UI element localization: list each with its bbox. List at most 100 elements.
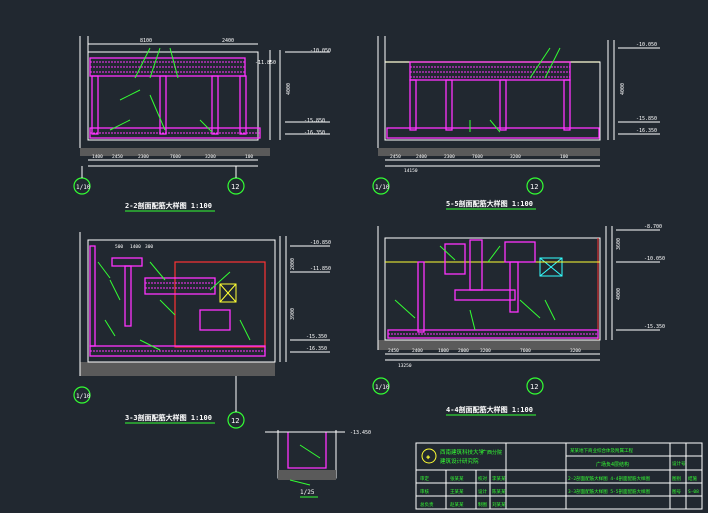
section-title: 4-4剖面配筋大样图 1:100	[446, 405, 533, 414]
svg-text:12: 12	[231, 417, 239, 425]
svg-text:图别: 图别	[672, 475, 681, 482]
axis-bubble	[526, 377, 544, 395]
svg-text:王某某: 王某某	[450, 489, 464, 495]
svg-text:3200: 3200	[570, 348, 581, 354]
svg-text:2000: 2000	[458, 348, 469, 354]
svg-text:设计: 设计	[478, 488, 487, 495]
svg-text:-15.850: -15.850	[636, 116, 657, 122]
svg-text:7600: 7600	[520, 348, 531, 354]
svg-text:图号: 图号	[672, 489, 681, 495]
pit-detail: -13.450 1/25	[265, 430, 371, 498]
svg-text:1/10: 1/10	[76, 393, 91, 400]
svg-text:3900: 3900	[290, 308, 296, 320]
svg-text:100: 100	[245, 154, 253, 160]
concrete-outline	[87, 51, 259, 141]
svg-text:3600: 3600	[616, 238, 622, 250]
svg-text:2000: 2000	[290, 258, 296, 270]
svg-text:300: 300	[145, 244, 153, 250]
section-title: 3-3剖面配筋大样图 1:100	[125, 413, 212, 422]
svg-text:张某某: 张某某	[450, 475, 464, 482]
svg-text:广西分院: 广西分院	[482, 449, 502, 456]
svg-text:12: 12	[231, 183, 239, 191]
svg-text:-10.050: -10.050	[636, 42, 657, 48]
svg-text:1000: 1000	[438, 348, 449, 354]
svg-text:4000: 4000	[620, 83, 626, 95]
svg-text:4000: 4000	[616, 288, 622, 300]
axis-bubble	[372, 377, 390, 395]
svg-text:1400: 1400	[92, 154, 103, 160]
svg-text:4000: 4000	[286, 83, 292, 95]
svg-text:2300: 2300	[444, 154, 455, 160]
svg-text:-15.350: -15.350	[644, 324, 665, 330]
company-name: 西南建筑科技大学	[440, 448, 485, 456]
opening-outline	[174, 261, 266, 348]
company-logo	[421, 448, 437, 464]
svg-text:-13.450: -13.450	[350, 430, 371, 436]
svg-text:校对: 校对	[478, 475, 487, 482]
project-name: 某某地下商业综合体及附属工程	[570, 447, 633, 454]
svg-text:2400: 2400	[416, 154, 427, 160]
svg-text:1/10: 1/10	[375, 184, 390, 191]
section-title: 5-5剖面配筋大样图 1:100	[446, 199, 533, 208]
svg-text:-8.700: -8.700	[644, 224, 662, 230]
svg-text:100: 100	[560, 154, 568, 160]
svg-text:审定: 审定	[420, 475, 429, 482]
svg-text:1/25: 1/25	[300, 489, 315, 496]
svg-text:-11.850: -11.850	[310, 266, 331, 272]
svg-text:-16.350: -16.350	[636, 128, 657, 134]
svg-text:李某某: 李某某	[492, 475, 506, 482]
svg-text:-16.350: -16.350	[304, 130, 325, 136]
svg-text:500: 500	[115, 244, 123, 250]
svg-text:制图: 制图	[478, 501, 487, 508]
svg-text:1400: 1400	[130, 244, 141, 250]
svg-text:赵某某: 赵某某	[450, 501, 464, 508]
svg-text:13250: 13250	[398, 363, 412, 369]
svg-text:-15.850: -15.850	[304, 118, 325, 124]
svg-text:建筑设计研究院: 建筑设计研究院	[440, 457, 479, 465]
section-4-4: 2450 2400 1000 2000 3200 7600 3200 13250…	[372, 224, 665, 416]
svg-text:7600: 7600	[472, 154, 483, 160]
svg-text:3-3剖面配筋大样图 5-5剖面配筋大样图: 3-3剖面配筋大样图 5-5剖面配筋大样图	[568, 488, 650, 495]
axis-bubble	[73, 386, 91, 404]
axis-bubble	[526, 177, 544, 195]
soil-hatch	[80, 148, 270, 156]
svg-text:S-08: S-08	[688, 489, 699, 495]
svg-text:2400: 2400	[412, 348, 423, 354]
drawing-name: 广场负4层结构	[596, 461, 629, 468]
svg-text:-15.350: -15.350	[306, 334, 327, 340]
svg-text:3200: 3200	[480, 348, 491, 354]
svg-text:审核: 审核	[420, 488, 429, 495]
svg-text:2300: 2300	[138, 154, 149, 160]
svg-text:1/10: 1/10	[76, 184, 91, 191]
svg-text:3200: 3200	[205, 154, 216, 160]
svg-text:◈: ◈	[426, 453, 431, 461]
svg-text:-16.350: -16.350	[306, 346, 327, 352]
section-2-2: 8100 2400 1400 2450 2300 7600 3200 100 -…	[73, 36, 331, 212]
svg-text:-10.850: -10.850	[310, 240, 331, 246]
svg-text:刘某某: 刘某某	[492, 501, 506, 508]
section-3-3: 500 1400 300 -10.850 -11.850 -15.350 -16…	[73, 232, 331, 429]
elevation-mark: -10.050	[310, 48, 331, 54]
svg-text:7600: 7600	[170, 154, 181, 160]
svg-text:2450: 2450	[390, 154, 401, 160]
axis-bubble	[372, 177, 390, 195]
svg-text:设计号: 设计号	[672, 460, 686, 467]
svg-text:2400: 2400	[222, 38, 234, 44]
svg-text:-10.050: -10.050	[644, 256, 665, 262]
svg-text:2450: 2450	[112, 154, 123, 160]
svg-text:结施: 结施	[688, 475, 697, 482]
title-block: ◈ 西南建筑科技大学 建筑设计研究院 广西分院 某某地下商业综合体及附属工程 广…	[415, 442, 703, 510]
svg-text:14150: 14150	[404, 168, 418, 174]
svg-text:12: 12	[530, 383, 538, 391]
svg-text:陈某某: 陈某某	[492, 488, 506, 495]
section-title: 2-2剖面配筋大样图 1:100	[125, 201, 212, 210]
section-5-5: 2450 2400 2300 7600 3200 100 14150 -10.0…	[372, 36, 660, 210]
svg-text:12: 12	[530, 183, 538, 191]
svg-text:2450: 2450	[388, 348, 399, 354]
dim-top: 8100	[140, 38, 152, 44]
svg-text:1/10: 1/10	[375, 384, 390, 391]
svg-text:总负责: 总负责	[420, 501, 434, 508]
svg-text:2-2剖面配筋大样图 4-4剖面配筋大样图: 2-2剖面配筋大样图 4-4剖面配筋大样图	[568, 475, 650, 482]
